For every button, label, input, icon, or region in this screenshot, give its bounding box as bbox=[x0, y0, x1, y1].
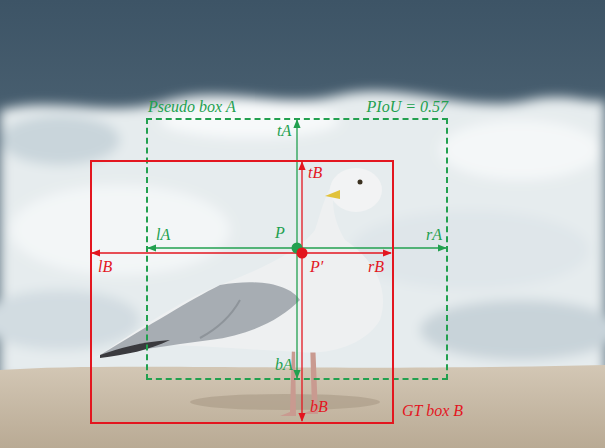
box-label: Pseudo box A bbox=[148, 98, 236, 116]
point-label: P′ bbox=[310, 258, 323, 276]
offset-label: rA bbox=[426, 226, 442, 244]
point-label: P bbox=[275, 224, 285, 242]
box-label: GT box B bbox=[402, 402, 463, 420]
offset-label: rB bbox=[368, 258, 384, 276]
offset-label: lB bbox=[98, 258, 112, 276]
offset-label: tA bbox=[277, 122, 291, 140]
offset-label: bB bbox=[310, 398, 328, 416]
box-label: PIoU = 0.57 bbox=[367, 98, 448, 116]
point-p-prime bbox=[297, 248, 308, 259]
green-offset-lines bbox=[148, 120, 446, 378]
offset-label: bA bbox=[275, 356, 293, 374]
gt-box: GT box B bbox=[90, 160, 394, 424]
offset-label: tB bbox=[308, 164, 322, 182]
pseudo-box: Pseudo box APIoU = 0.57 bbox=[146, 118, 448, 380]
offset-label: lA bbox=[156, 226, 170, 244]
red-offset-lines bbox=[92, 162, 391, 421]
